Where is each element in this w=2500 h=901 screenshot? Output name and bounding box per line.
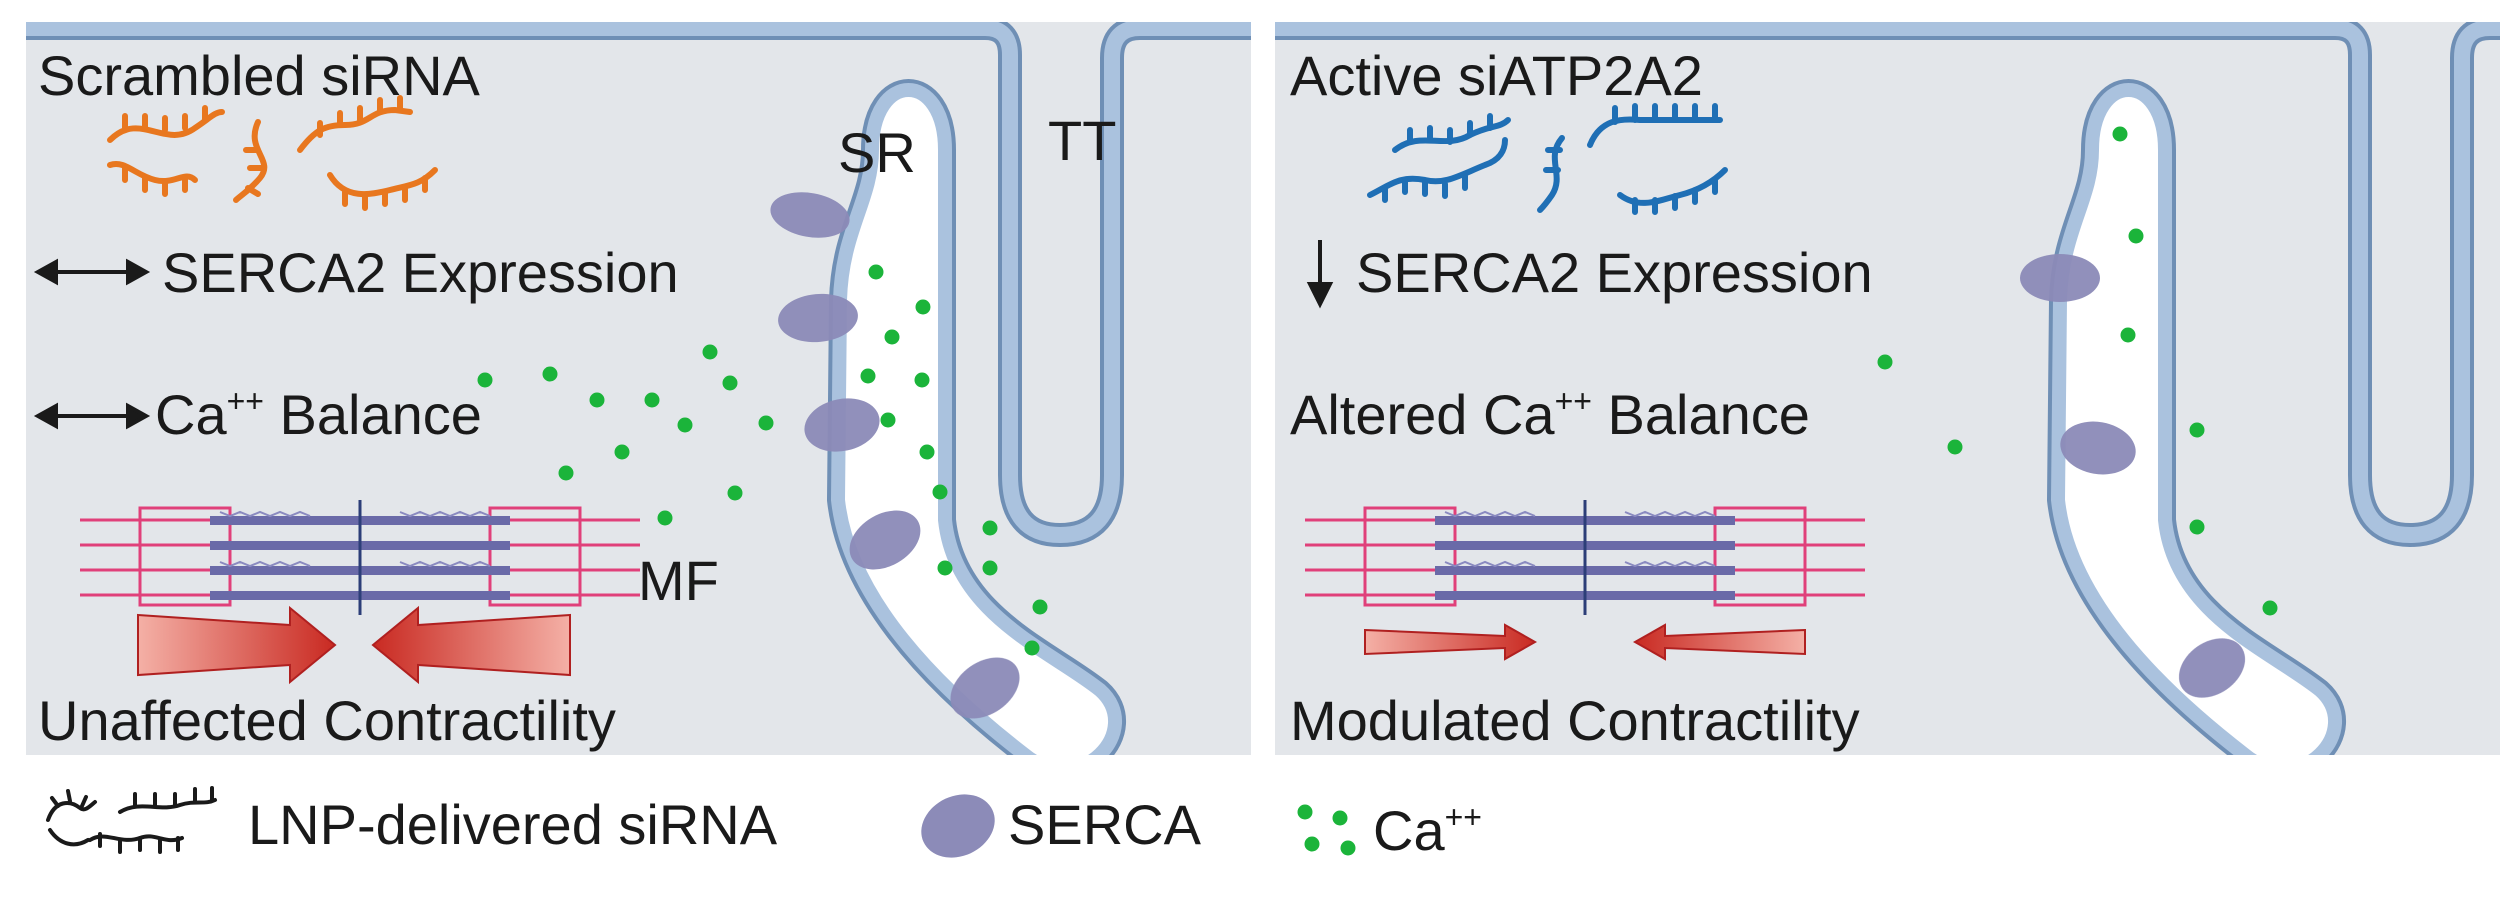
calcium-ion-icon	[702, 344, 718, 360]
calcium-ion-icon	[1947, 439, 1963, 455]
left-balance-sup: ++	[227, 383, 264, 419]
serca-pumps-left	[770, 192, 1020, 719]
calcium-ion-icon	[1297, 804, 1356, 856]
sr-label: SR	[838, 121, 916, 184]
legend-ca-prefix: Ca	[1373, 799, 1445, 862]
calcium-ion-icon	[2128, 228, 2144, 244]
calcium-ion-icon	[614, 444, 630, 460]
calcium-ions-right	[1877, 126, 2278, 616]
serca-pump-icon	[778, 293, 858, 343]
left-panel: Scrambled siRNA SR TT MF SERCA2 Expressi…	[26, 22, 1251, 755]
legend-ca-sup: ++	[1445, 799, 1482, 835]
calcium-ion-icon	[2189, 422, 2205, 438]
double-arrow-icon	[33, 258, 151, 286]
right-contractility-text: Modulated Contractility	[1290, 689, 1860, 752]
calcium-ion-icon	[932, 484, 948, 500]
right-balance-text: Altered Ca++ Balance	[1290, 383, 1810, 446]
calcium-ion-icon	[2112, 126, 2128, 142]
serca-pump-icon	[921, 794, 995, 858]
calcium-ion-icon	[884, 329, 900, 345]
calcium-ion-icon	[677, 417, 693, 433]
calcium-ion-icon	[727, 485, 743, 501]
calcium-ion-icon	[542, 366, 558, 382]
left-expression-text: SERCA2 Expression	[162, 241, 679, 304]
serca-pump-icon	[2020, 254, 2100, 302]
tt-label: TT	[1048, 109, 1116, 172]
right-panel-title: Active siATP2A2	[1290, 44, 1703, 107]
calcium-ion-icon	[914, 372, 930, 388]
calcium-ion-icon	[2120, 327, 2136, 343]
calcium-ion-icon	[758, 415, 774, 431]
calcium-ion-icon	[589, 392, 605, 408]
serca-pumps-right	[2020, 254, 2246, 698]
right-balance-sup: ++	[1555, 383, 1592, 419]
serca-pump-icon	[770, 192, 850, 238]
left-contractility-text: Unaffected Contractility	[38, 689, 616, 752]
left-balance-suffix: Balance	[264, 383, 482, 446]
calcium-ion-icon	[919, 444, 935, 460]
right-balance-suffix: Balance	[1592, 383, 1810, 446]
calcium-ion-icon	[2189, 519, 2205, 535]
serca-pump-icon	[2060, 421, 2136, 475]
legend-ca-label: Ca++	[1373, 799, 1482, 862]
myofilament-sarcomere	[1305, 500, 1865, 615]
active-sirna-icon	[1367, 103, 1728, 215]
calcium-ion-icon	[558, 465, 574, 481]
serca-pump-icon	[804, 398, 880, 452]
calcium-ion-icon	[937, 560, 953, 576]
contraction-arrow-icon	[137, 605, 571, 685]
calcium-ions-left	[477, 264, 1048, 656]
scrambled-sirna-icon	[107, 95, 438, 211]
calcium-ion-icon	[477, 372, 493, 388]
calcium-ion-icon	[1024, 640, 1040, 656]
calcium-ion-icon	[982, 520, 998, 536]
legend-serca-label: SERCA	[1008, 793, 1202, 856]
calcium-ion-icon	[880, 412, 896, 428]
calcium-ion-icon	[1877, 354, 1893, 370]
right-expression-text: SERCA2 Expression	[1356, 241, 1873, 304]
double-arrow-icon	[33, 402, 151, 430]
down-arrow-icon	[1306, 240, 1334, 309]
left-balance-prefix: Ca	[155, 383, 227, 446]
right-balance-prefix: Altered Ca	[1290, 383, 1555, 446]
mf-label: MF	[638, 549, 719, 612]
calcium-ion-icon	[868, 264, 884, 280]
serca-pump-icon	[2178, 638, 2246, 698]
myofilament-sarcomere	[80, 500, 640, 615]
legend-sirna-label: LNP-delivered siRNA	[248, 793, 778, 856]
calcium-ion-icon	[2262, 600, 2278, 616]
calcium-ion-icon	[915, 299, 931, 315]
calcium-ion-icon	[860, 368, 876, 384]
calcium-ion-icon	[722, 375, 738, 391]
calcium-ion-icon	[657, 510, 673, 526]
calcium-ion-icon	[982, 560, 998, 576]
serca-pump-icon	[849, 510, 921, 570]
contraction-arrow-icon	[1364, 623, 1806, 661]
sirna-strand-icon	[46, 786, 217, 854]
calcium-ion-icon	[644, 392, 660, 408]
legend: LNP-delivered siRNA SERCA Ca++	[46, 786, 1482, 862]
calcium-ion-icon	[1032, 599, 1048, 615]
right-panel: Active siATP2A2 SERCA2 Expression Altere…	[1275, 22, 2500, 755]
left-balance-text: Ca++ Balance	[155, 383, 482, 446]
serca-pump-icon	[950, 657, 1020, 719]
left-panel-title: Scrambled siRNA	[38, 44, 481, 107]
right-panel-background	[1275, 22, 2500, 755]
